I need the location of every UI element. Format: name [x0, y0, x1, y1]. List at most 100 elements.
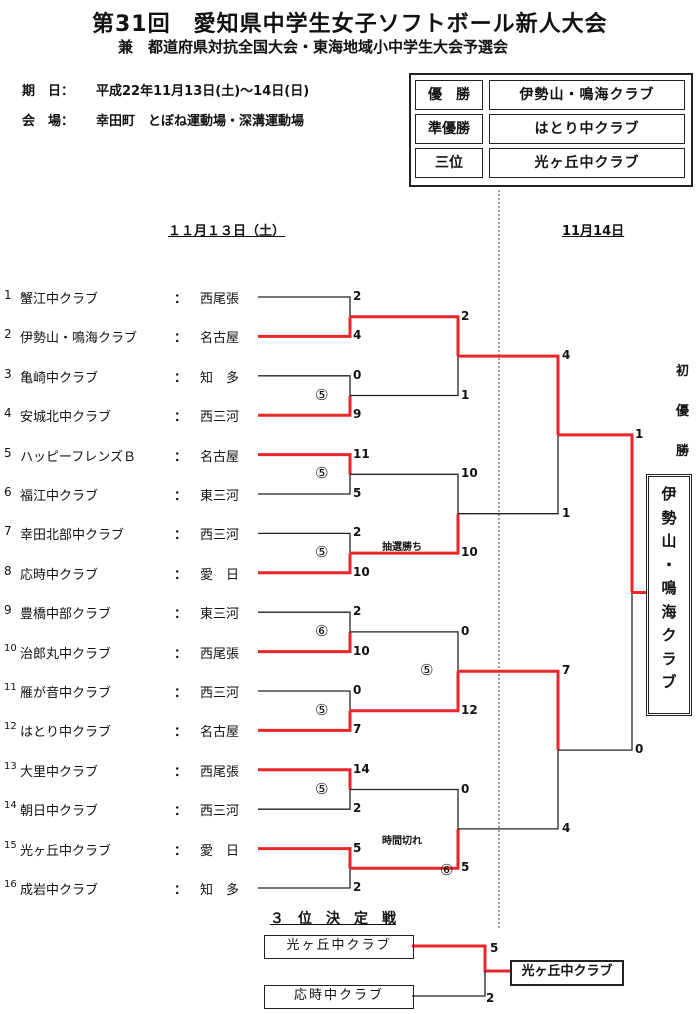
team-name: ハッピーフレンズＢ: [20, 449, 136, 465]
team-number: 3: [4, 366, 12, 381]
team-number: 9: [4, 603, 12, 618]
team-colon: ：: [174, 410, 188, 426]
team-colon: ：: [174, 489, 188, 504]
page-subtitle: 兼 都道府県対抗全国大会・東海地域小中学生大会予選会: [118, 38, 509, 56]
champion-char: ク: [661, 626, 677, 644]
champion-char: 勢: [661, 508, 677, 527]
date-value: 平成22年11月13日(土)～14日(日): [96, 84, 310, 99]
result-value: 光ヶ丘中クラブ: [489, 148, 685, 178]
results-table: 優 勝 伊勢山・鳴海クラブ 準優勝 はとり中クラブ 三位 光ヶ丘中クラブ: [409, 73, 693, 187]
bracket-r1-line: [258, 395, 352, 417]
team-name: 治郎丸中クラブ: [20, 646, 112, 662]
bracket-r1-line: [258, 453, 352, 475]
team-number: 7: [4, 524, 12, 539]
bracket-r1-line: [258, 532, 351, 554]
day1-header: １１月１３日（土）: [168, 224, 286, 239]
team-colon: ：: [174, 370, 188, 386]
bracket-final-line: [558, 433, 634, 593]
third-place-winner: 光ヶ丘中クラブ: [510, 960, 624, 986]
team-colon: ：: [174, 646, 188, 662]
team-number: 4: [4, 406, 12, 421]
team-region: 東三河: [200, 489, 240, 504]
team-name: 朝日中クラブ: [20, 804, 99, 820]
bracket-r2-line: [350, 788, 459, 829]
champion-char: 鳴: [661, 579, 677, 597]
team-number: 1: [4, 288, 12, 302]
bracket-r1-line: [258, 631, 352, 654]
team-region: 愛 日: [200, 843, 240, 859]
score-r2: 12: [461, 702, 478, 717]
score-semi: 7: [562, 663, 571, 678]
team-number: 6: [4, 485, 12, 499]
bracket-r1-line: [258, 768, 352, 790]
score-r1: 2: [353, 604, 362, 619]
score-r1: 0: [353, 683, 362, 697]
score-r1: 14: [353, 761, 370, 776]
bracket-r1-line: [258, 316, 352, 338]
inning-mark: ⑤: [315, 385, 329, 404]
team-colon: ：: [174, 567, 188, 583]
team-colon: ：: [174, 528, 188, 544]
third-place-score-a: 5: [490, 941, 499, 955]
bracket-r1-line: [258, 375, 351, 396]
score-semi: 4: [562, 820, 571, 835]
champion-label-1: 初: [676, 364, 690, 379]
third-place-line: [412, 944, 510, 973]
score-r2: 5: [461, 860, 470, 875]
inning-mark: ⑤: [315, 700, 329, 719]
bracket-r2-line: [350, 631, 459, 672]
team-region: 西三河: [200, 804, 240, 820]
bracket-r2-line: [350, 473, 459, 514]
team-name: はとり中クラブ: [20, 725, 112, 741]
venue-label: 会 場：: [22, 114, 75, 129]
score-r1: 11: [353, 446, 370, 461]
team-name: 光ヶ丘中クラブ: [20, 843, 112, 859]
team-colon: ：: [174, 843, 188, 859]
team-name: 伊勢山・鳴海クラブ: [20, 331, 138, 347]
bracket-r1-line: [258, 789, 351, 810]
champion-label-2: 優: [676, 404, 690, 419]
team-name: 大里中クラブ: [20, 764, 99, 780]
time-up-note: 時間切れ: [382, 836, 422, 847]
result-label: 準優勝: [415, 114, 483, 144]
score-r1: 10: [353, 564, 370, 579]
lottery-note: 抽選勝ち: [382, 542, 422, 553]
team-number: 2: [4, 327, 12, 342]
third-place-score-b: 2: [486, 991, 495, 1005]
score-r1: 2: [353, 289, 362, 303]
inning-mark: ⑤: [420, 661, 434, 680]
team-name: 豊橋中部クラブ: [20, 607, 112, 623]
bracket-semi-line: [458, 750, 559, 830]
score-r2: 0: [461, 781, 470, 796]
champion-char: ブ: [661, 673, 677, 691]
score-r1: 9: [353, 407, 362, 422]
inning-mark: ⑥: [440, 860, 454, 879]
team-colon: ：: [174, 804, 188, 820]
result-row-third: 三位 光ヶ丘中クラブ: [415, 148, 685, 178]
champion-char: ラ: [661, 649, 677, 668]
result-label: 三位: [415, 148, 483, 178]
third-place-line: [412, 971, 486, 997]
score-semi: 4: [562, 348, 571, 363]
team-region: 知 多: [200, 883, 240, 898]
team-number: 5: [4, 445, 12, 460]
score-r1: 5: [353, 840, 362, 855]
team-region: 西三河: [200, 528, 240, 544]
champion-label-3: 勝: [676, 444, 690, 459]
team-name: 応時中クラブ: [20, 567, 99, 583]
result-row-runner-up: 準優勝 はとり中クラブ: [415, 114, 685, 144]
score-r2: 10: [461, 545, 478, 560]
team-number: 13: [4, 760, 17, 772]
score-r1: 5: [353, 486, 362, 500]
bracket-r1-line: [258, 690, 351, 711]
score-r1: 2: [353, 525, 362, 540]
inning-mark: ⑤: [315, 464, 329, 483]
team-number: 11: [4, 682, 17, 693]
team-number: 12: [4, 721, 17, 733]
venue-value: 幸田町 とぼね運動場・深溝運動場: [96, 114, 305, 129]
bracket-semi-line: [458, 434, 559, 515]
bracket-final-line: [558, 592, 633, 751]
team-region: 西尾張: [200, 292, 240, 307]
team-name: 福江中クラブ: [20, 489, 99, 504]
